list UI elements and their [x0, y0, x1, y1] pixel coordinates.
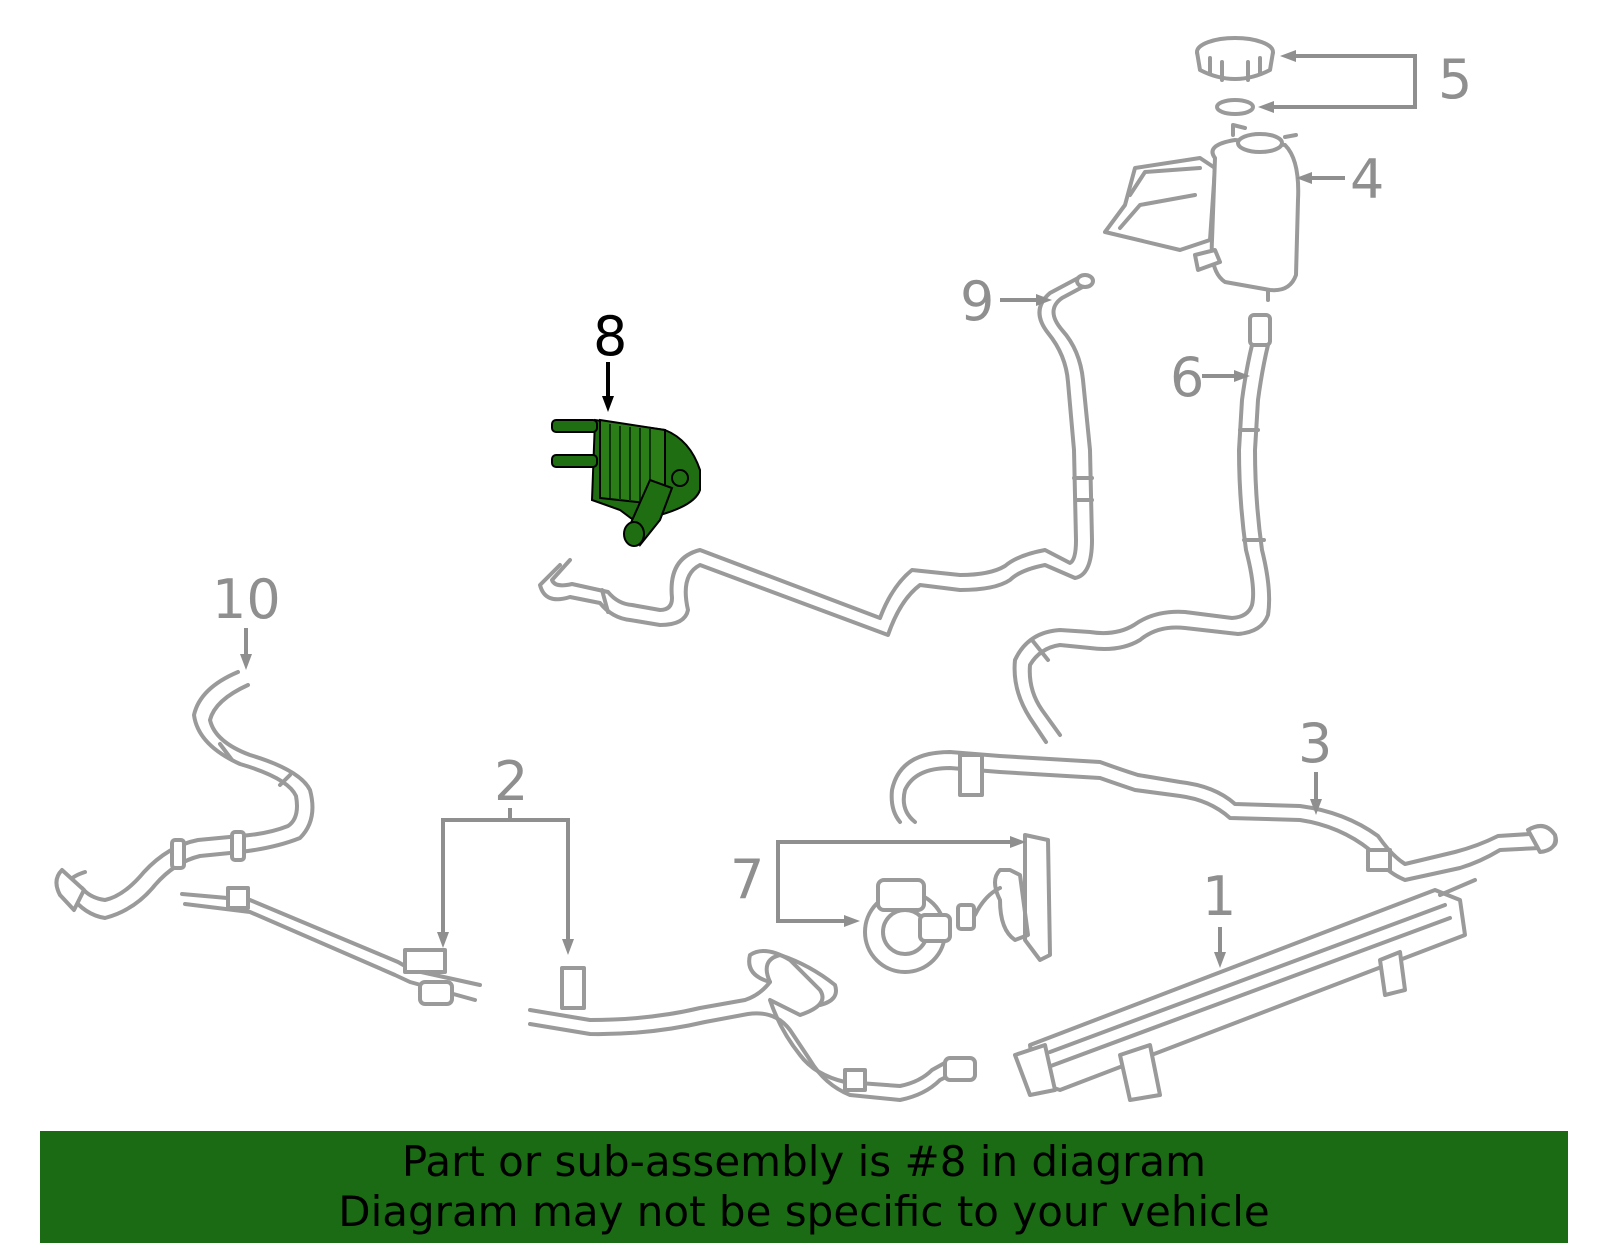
callout-7: 7 — [730, 848, 764, 911]
part-3-line — [889, 750, 1558, 882]
part-9-hose — [538, 273, 1095, 637]
part-8-oil-cooler — [551, 418, 701, 547]
part-10-hose — [54, 670, 315, 920]
part-7-pump — [863, 833, 1052, 974]
callout-5: 5 — [1438, 48, 1472, 111]
footer-line-2: Diagram may not be specific to your vehi… — [338, 1187, 1270, 1236]
part-6-hose — [1012, 313, 1272, 744]
callout-10: 10 — [212, 568, 281, 631]
part-2-lines — [180, 886, 977, 1102]
callout-4: 4 — [1350, 148, 1384, 211]
callout-3: 3 — [1298, 712, 1332, 775]
part-1-cooler — [1013, 878, 1477, 1102]
footer-banner: Part or sub-assembly is #8 in diagram Di… — [40, 1131, 1568, 1243]
callout-8: 8 — [593, 305, 627, 368]
callout-6: 6 — [1170, 346, 1204, 409]
leader-lines — [240, 50, 1417, 968]
callout-1: 1 — [1202, 865, 1236, 928]
part-5-cap — [1195, 36, 1275, 116]
part-4-reservoir — [1103, 123, 1301, 302]
footer-line-1: Part or sub-assembly is #8 in diagram — [401, 1137, 1207, 1186]
callout-9: 9 — [960, 270, 994, 333]
callout-2: 2 — [494, 750, 528, 813]
